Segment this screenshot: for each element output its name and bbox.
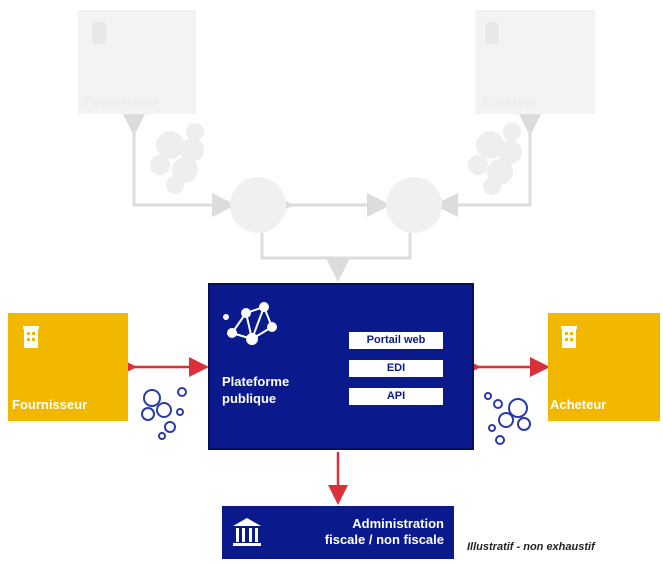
buyer-label: Acheteur: [550, 397, 607, 412]
supplier-label: Fournisseur: [12, 397, 88, 412]
administration-line2: fiscale / non fiscale: [324, 532, 444, 547]
channel-edi: EDI: [348, 359, 444, 378]
network-icon: [223, 302, 277, 345]
faded-platform-right: [386, 177, 442, 233]
channel-web-portal: Portail web: [348, 331, 444, 350]
buyer-box: Acheteur: [548, 313, 660, 421]
exchange-arrows: [117, 357, 550, 505]
faded-supplier-label: Fournisseur: [84, 94, 160, 109]
document-icon-cluster-left: [141, 387, 187, 440]
building-icon: [92, 22, 106, 44]
building-icon: [23, 326, 39, 348]
faded-supplier-box: Fournisseur: [78, 10, 196, 114]
administration-label: Administration fiscale / non fiscale: [325, 516, 444, 548]
faded-connector-left: [122, 112, 236, 217]
faded-platform-left: [230, 177, 286, 233]
supplier-box: Fournisseur: [8, 313, 128, 421]
building-icon: [561, 326, 577, 348]
platform-title-line1: Plateforme: [222, 374, 290, 389]
faded-document-cluster-left: [150, 123, 204, 194]
faded-network-connectors: [122, 112, 542, 282]
platform-title-line2: publique: [222, 391, 277, 406]
government-building-icon: [233, 518, 261, 546]
faded-buyer-label: Acheteur: [481, 94, 538, 109]
public-platform-box: Plateforme publique Portail web EDI API: [208, 283, 474, 450]
document-icon-cluster-right: [484, 392, 531, 445]
administration-line1: Administration: [352, 516, 444, 531]
faded-document-cluster-right: [468, 123, 522, 195]
channel-api: API: [348, 387, 444, 406]
faded-buyer-box: Acheteur: [475, 10, 595, 114]
faded-connector-bottom: [260, 232, 412, 260]
faded-connector-right: [434, 112, 542, 217]
platform-title: Plateforme publique: [222, 373, 289, 407]
illustrative-note: Illustratif - non exhaustif: [467, 541, 595, 553]
building-icon: [485, 22, 499, 44]
administration-box: Administration fiscale / non fiscale: [222, 506, 454, 559]
